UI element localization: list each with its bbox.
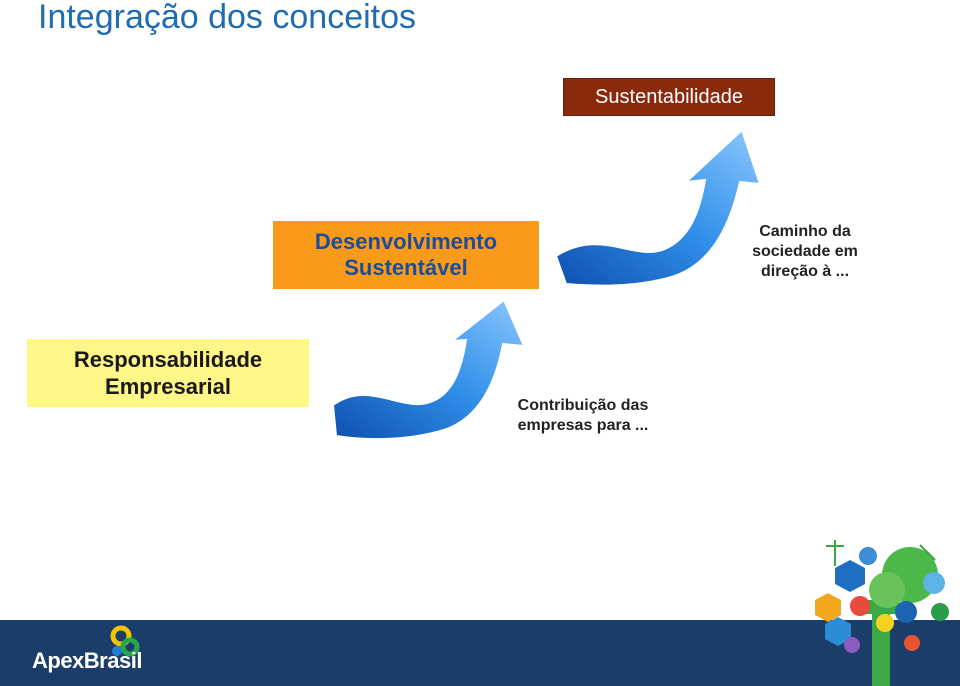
apexbrasil-logo: ApexBrasil bbox=[32, 648, 142, 673]
contribuicao-text: Contribuição das empresas para ... bbox=[517, 397, 649, 434]
sustentabilidade-box: Sustentabilidade bbox=[563, 78, 775, 116]
desenvolvimento-box: Desenvolvimento Sustentável bbox=[273, 221, 539, 289]
footer-bar bbox=[0, 620, 960, 686]
curved-up-arrow-icon bbox=[331, 298, 526, 441]
caminho-text: Caminho da sociedade em direção à ... bbox=[752, 223, 858, 280]
curved-up-arrow-icon bbox=[554, 128, 762, 287]
slide-title: Integração dos conceitos bbox=[38, 0, 417, 36]
responsabilidade-box: Responsabilidade Empresarial bbox=[27, 339, 309, 407]
sustentabilidade-label: Sustentabilidade bbox=[595, 85, 743, 108]
desenvolvimento-label: Desenvolvimento Sustentável bbox=[314, 229, 498, 280]
responsabilidade-label: Responsabilidade Empresarial bbox=[73, 347, 263, 399]
